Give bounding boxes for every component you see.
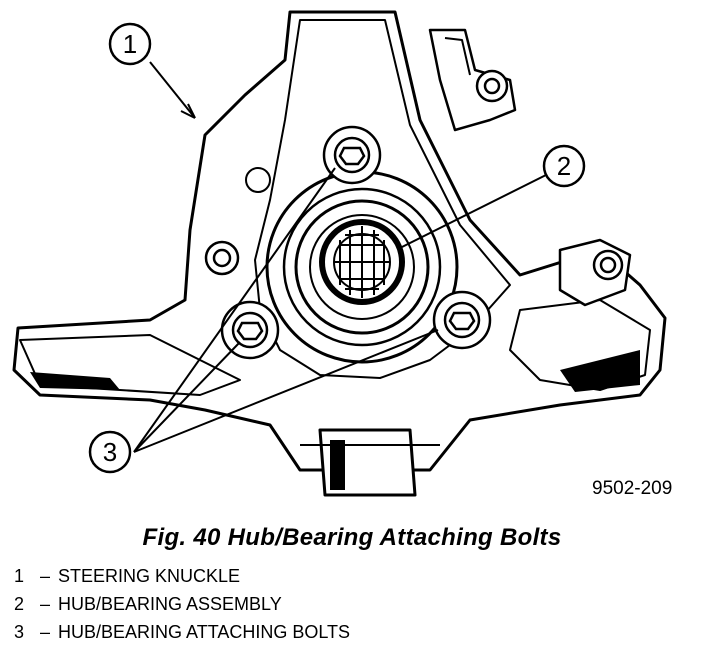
callout-3: 3 (88, 430, 132, 474)
legend-separator: – (39, 622, 50, 642)
bolt-right (432, 290, 492, 350)
callout-2: 2 (542, 144, 586, 188)
legend-item-label: HUB/BEARING ATTACHING BOLTS (58, 622, 351, 642)
callout-2-number: 2 (557, 151, 571, 181)
leader-lines (133, 61, 549, 453)
attaching-bolts (204, 69, 624, 360)
figure-id: 9502-209 (592, 478, 673, 499)
legend-item: 1–STEERING KNUCKLE (14, 562, 350, 590)
legend-separator: – (39, 594, 50, 614)
callout-legend: 1–STEERING KNUCKLE 2–HUB/BEARING ASSEMBL… (14, 562, 350, 646)
figure-caption: Fig. 40 Hub/Bearing Attaching Bolts (142, 524, 562, 551)
legend-item-number: 3 (14, 622, 25, 642)
legend-item-number: 1 (14, 566, 25, 586)
legend-item-number: 2 (14, 594, 25, 614)
callout-1-number: 1 (123, 29, 137, 59)
legend-item-label: STEERING KNUCKLE (58, 566, 241, 586)
legend-separator: – (39, 566, 50, 586)
legend-item: 2–HUB/BEARING ASSEMBLY (14, 590, 350, 618)
bolt-top (322, 125, 382, 185)
hub-bearing-illustration: 1 2 3 (12, 10, 667, 497)
bolt-left (220, 300, 280, 360)
callout-3-number: 3 (103, 437, 117, 467)
legend-item: 3–HUB/BEARING ATTACHING BOLTS (14, 618, 350, 646)
legend-item-label: HUB/BEARING ASSEMBLY (58, 594, 282, 614)
callout-1: 1 (108, 22, 152, 66)
